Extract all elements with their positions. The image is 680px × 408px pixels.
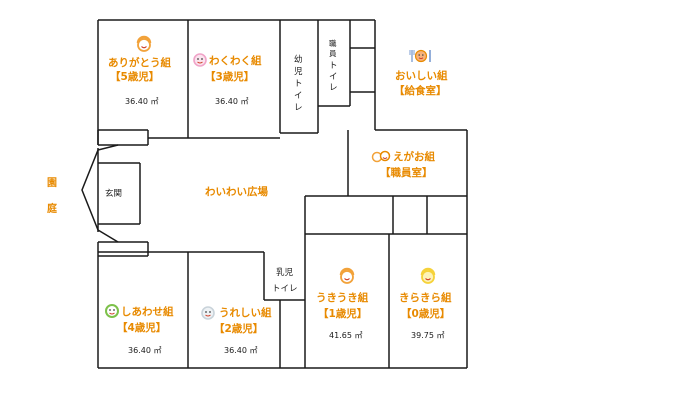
fork-knife-face-icon [409,49,431,63]
garden-label-1: 園 [47,177,57,189]
room-name: しあわせ組 [121,305,174,318]
plaza-label: わいわい広場 [205,185,268,198]
room-age: 【1歳児】 [318,307,367,320]
room-name: ありがとう組 [108,56,171,69]
room-wakuwaku: わくわく組 【3歳児】 36.40 ㎡ [193,53,262,106]
room-shiawase: しあわせ組 【4歳児】 36.40 ㎡ [105,304,174,355]
toilet-char: 員 [329,49,337,58]
room-name: うきうき組 [316,291,369,304]
baby-toilet-line-1: 乳児 [276,267,294,278]
room-age: 【5歳児】 [110,70,159,83]
toilet-char: ト [294,79,303,89]
room-name: わくわく組 [209,54,262,67]
pink-smiley-face-icon [193,53,207,67]
baby-toilet: 乳児 トイレ [272,267,298,294]
room-ureshii: うれしい組 【2歳児】 36.40 ㎡ [201,306,272,355]
orange-smiley-face-icon [136,35,152,52]
green-smiley-face-icon [105,304,119,318]
garden-label-2: 庭 [47,202,58,215]
staff-toilet: 職 員 ト イ レ [329,39,338,93]
room-area: 36.40 ㎡ [125,97,158,106]
yellow-smiley-face-icon [420,267,436,284]
room-area: 39.75 ㎡ [411,331,444,340]
right-middle-walls [304,130,467,368]
room-name: きらきら組 [399,291,452,304]
toilet-char: ト [329,61,338,71]
baby-toilet-line-2: トイレ [272,284,298,294]
room-area: 41.65 ㎡ [329,331,362,340]
room-area: 36.40 ㎡ [128,346,161,355]
room-kirakira: きらきら組 【0歳児】 39.75 ㎡ [399,267,452,340]
room-egao: えがお組 【職員室】 [371,150,435,179]
toilet-char: イ [329,72,338,82]
room-oishii: おいしい組 【給食室】 [394,49,448,97]
room-age: 【3歳児】 [205,70,254,83]
room-ukiuki: うきうき組 【1歳児】 41.65 ㎡ [316,267,369,340]
entrance-walls [81,129,149,257]
lower-rooms-walls [98,251,305,368]
orange-double-face-icon [371,150,391,163]
room-age: 【0歳児】 [401,307,450,320]
room-sub: 【職員室】 [380,166,433,179]
outer-walls [97,19,468,369]
infant-toilet: 幼 児 ト イ レ [294,54,303,113]
toilet-char: レ [294,103,303,113]
toilet-char: イ [294,91,303,101]
toilet-char: 幼 [294,54,303,65]
room-age: 【2歳児】 [214,322,263,335]
orange-smiley-face-icon [339,267,355,284]
upper-rooms-walls [148,20,375,139]
entrance-label: 玄関 [105,188,122,199]
room-name: うれしい組 [219,306,272,319]
toilet-char: レ [329,83,338,93]
room-area: 36.40 ㎡ [215,97,248,106]
toilet-char: 児 [294,67,303,77]
room-arigatou: ありがとう組 【5歳児】 36.40 ㎡ [108,35,171,106]
toilet-char: 職 [329,39,337,48]
room-name: えがお組 [393,150,435,163]
room-name: おいしい組 [395,69,448,82]
room-age: 【4歳児】 [117,321,166,334]
gray-smiley-face-icon [201,306,215,320]
room-sub: 【給食室】 [394,84,447,97]
room-area: 36.40 ㎡ [224,346,257,355]
